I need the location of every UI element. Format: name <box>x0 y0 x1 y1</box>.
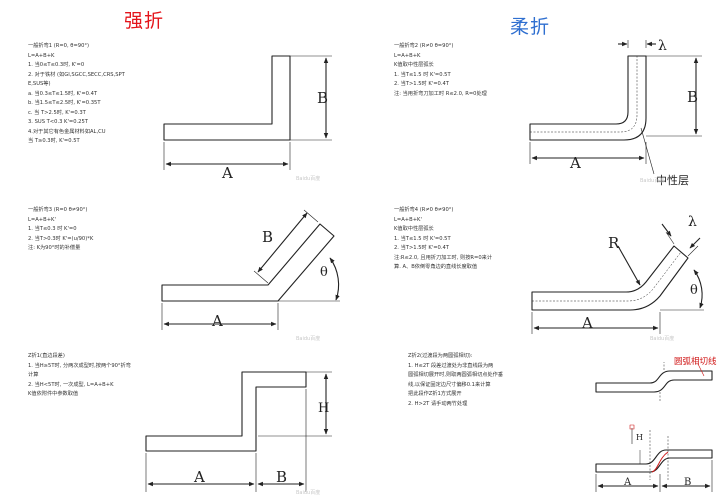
note-line: 圆弧相切展开时,则取两圆弧相切点处作垂 <box>408 372 504 378</box>
note-line: 1. 当T≤0.3 时 K'=0 <box>28 226 77 232</box>
note-line: K值取中性层弧长 <box>394 226 434 232</box>
watermark: Baidu百度 <box>296 335 320 342</box>
diagram-4-label-theta: θ <box>690 283 698 298</box>
note-line: 计算 <box>28 372 39 378</box>
note-line: 2. 当T>1.5时 K'=0.4T <box>394 81 449 87</box>
watermark: Baidu百度 <box>640 177 664 184</box>
diagram-2-label-neutral-layer: 中性层 <box>656 173 689 187</box>
diagram-5-label-a: A <box>193 468 205 486</box>
diagram-2-radius-90 <box>529 40 702 175</box>
soft-bend-header: 柔折 <box>510 16 551 38</box>
diagram-5-label-b: B <box>276 468 287 486</box>
diagram-5-z-straight <box>145 371 332 492</box>
note-line: 1. 当H≥5T时, 分两次成型时,按两个90°折弯 <box>28 362 131 369</box>
hard-bend-header: 强折 <box>124 10 165 32</box>
watermark: Baidu百度 <box>650 335 674 342</box>
diagram-2-label-a: A <box>569 154 581 172</box>
panel-4-notes: 一般折弯4 (R≠0 θ≠90°) L=A+B+K' K值取中性层弧长 1. 当… <box>394 206 492 273</box>
note-line: 一般折弯1 (R=0, θ=90°) <box>28 43 90 49</box>
note-line: 一般折弯2 (R≠0 θ=90°) <box>394 43 454 49</box>
note-line: Z折2(过渡段为两圆弧相切): <box>408 353 473 359</box>
diagram-6-label-h: H <box>636 433 643 442</box>
panel-5-notes: Z折1(直边段差) 1. 当H≥5T时, 分两次成型时,按两个90°折弯 计算 … <box>28 352 131 400</box>
panel-3-notes: 一般折弯3 (R=0 θ≠90°) L=A+B+K' 1. 当T≤0.3 时 K… <box>28 206 93 254</box>
diagram-4-label-lambda: λ <box>688 214 697 230</box>
note-line: 1. 当T≤1.5 时 K'=0.5T <box>394 235 451 242</box>
note-line: 一般折弯4 (R≠0 θ≠90°) <box>394 207 454 213</box>
note-line: 2. 对于铁材 (如GI,SGCC,SECC,CRS,SPT <box>28 71 125 78</box>
note-line: 注: K为90°时的补偿量 <box>28 245 81 251</box>
diagram-2-label-lambda: λ <box>658 38 667 54</box>
note-line: 1. 当T≤1.5 时 K'=0.5T <box>394 71 451 78</box>
diagram-6-label-tangent-line: 圆弧相切线 <box>674 356 717 367</box>
diagram-6-z-tangent <box>595 362 713 492</box>
note-line: 2. 当T>1.5时 K'=0.4T <box>394 245 449 251</box>
note-line: L=A+B+K <box>28 52 55 59</box>
note-line: K值取中性层弧长 <box>394 62 434 68</box>
note-line: a. 当0.3≤T≤1.5时, K'=0.4T <box>28 90 98 97</box>
note-line: 2. 当T>0.3时 K'=(u/90)*K <box>28 235 94 242</box>
note-line: 2. H>2T 请手动两竹处理 <box>408 400 468 407</box>
diagram-3-label-a: A <box>211 312 223 330</box>
note-line: 1. 当0≤T≤0.3时, K'=0 <box>28 62 85 68</box>
note-line: b. 当1.5≤T≤2.5时, K'=0.35T <box>28 100 101 106</box>
note-line: 2. 当H<5T时, 一次成型, L=A+B+K <box>28 381 114 388</box>
note-line: c. 当 T>2.5时, K'=0.3T <box>28 109 86 116</box>
diagram-5-label-h: H <box>318 401 329 416</box>
diagram-1-label-b: B <box>317 89 328 107</box>
diagram-4-label-a: A <box>581 314 593 332</box>
panel-1-notes: 一般折弯1 (R=0, θ=90°) L=A+B+K 1. 当0≤T≤0.3时,… <box>28 42 125 147</box>
diagram-3-sharp-oblique <box>161 209 340 330</box>
note-line: 当 T≥0.3时, K'=0.5T <box>28 138 80 144</box>
diagram-6-label-b: B <box>684 477 691 488</box>
diagram-6-label-a: A <box>623 477 632 488</box>
note-line: 1. H≤2T 段差过渡处为非直线段为两 <box>408 362 494 369</box>
note-line: 把此段作Z折1方式展开 <box>408 391 462 397</box>
note-line: Z折1(直边段差) <box>28 353 65 359</box>
note-line: 线,以保证固定边尺寸偏移0.1来计算 <box>408 381 491 388</box>
note-line: 算. A、B依倒零角边的直线长度取值 <box>394 264 478 270</box>
note-line: L=A+B+K <box>394 52 421 59</box>
note-line: 3. SUS T<0.3 K'=0.25T <box>28 119 88 125</box>
note-line: 注: 当用折弯刀加工时 R≤2.0, R=0处理 <box>394 90 487 97</box>
note-line: 一般折弯3 (R=0 θ≠90°) <box>28 207 88 213</box>
panel-2-notes: 一般折弯2 (R≠0 θ=90°) L=A+B+K K值取中性层弧长 1. 当T… <box>394 42 487 99</box>
diagram-3-label-theta: θ <box>320 265 328 280</box>
note-line: L=A+B+K' <box>394 216 422 223</box>
panel-6-notes: Z折2(过渡段为两圆弧相切): 1. H≤2T 段差过渡处为非直线段为两 圆弧相… <box>408 352 503 409</box>
diagram-2-label-b: B <box>687 88 698 106</box>
note-line: L=A+B+K' <box>28 216 56 223</box>
note-line: E,SUS等) <box>28 81 51 87</box>
watermark: Baidu百度 <box>296 489 320 496</box>
diagram-3-label-b: B <box>262 228 273 246</box>
diagram-1-label-a: A <box>221 164 233 182</box>
watermark: Baidu百度 <box>296 175 320 182</box>
note-line: 注:R≤2.0, 且用折刀加工时, 则按R=0来计 <box>394 254 493 261</box>
diagram-4-label-r: R <box>608 234 620 252</box>
note-line: 4.对于其它有色金属材料如AL,CU <box>28 128 106 135</box>
diagram-1-sharp-90 <box>163 55 332 170</box>
note-line: K值依附件中参数取值 <box>28 391 79 397</box>
diagram-4-radius-oblique <box>531 223 704 334</box>
